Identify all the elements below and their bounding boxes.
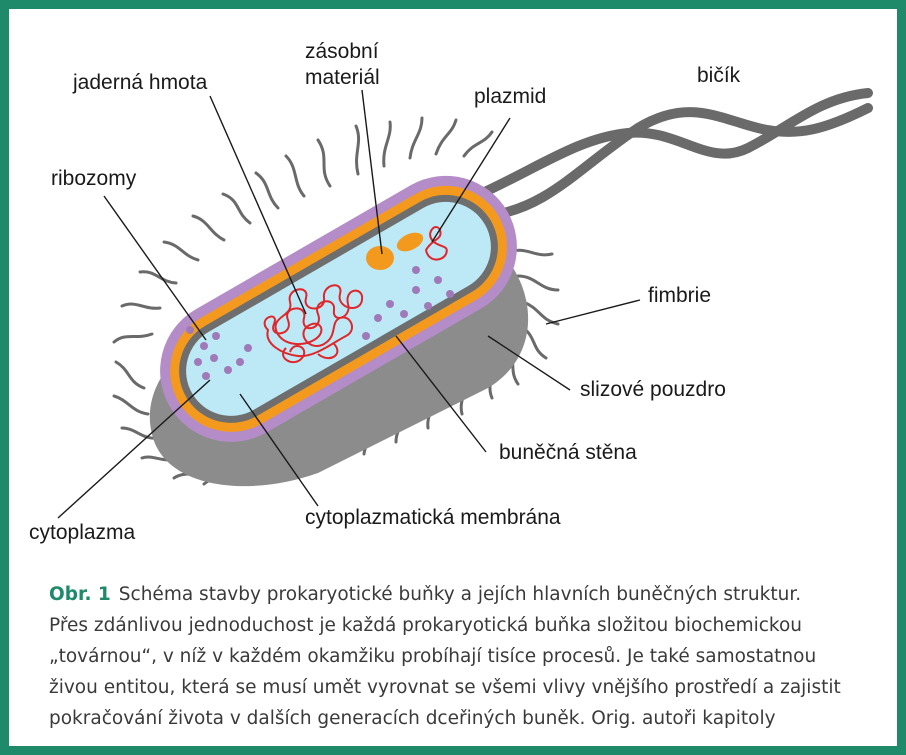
caption-text-1: Schéma stavby prokaryotické buňky a její… <box>119 584 801 605</box>
label-cytoplazma: cytoplazma <box>29 521 136 544</box>
caption-line-2: Přes zdánlivou jednoduchost je každá pro… <box>49 610 879 641</box>
caption-line-1: Obr. 1 Schéma stavby prokaryotické buňky … <box>49 579 879 610</box>
label-plazmid: plazmid <box>474 85 546 108</box>
storage-granule <box>366 246 394 270</box>
label-slizove-pouzdro: slizové pouzdro <box>580 378 726 401</box>
figure-number: Obr. 1 <box>49 584 111 605</box>
label-zasobni: zásobní <box>305 40 379 63</box>
label-ribozomy: ribozomy <box>51 167 137 190</box>
caption-line-3: „továrnou“, v níž v každém okamžiku prob… <box>49 641 879 672</box>
label-bicik: bičík <box>697 64 741 87</box>
prokaryotic-cell-diagram: zásobní materiál jaderná hmota plazmid b… <box>18 18 906 578</box>
figure-caption: Obr. 1 Schéma stavby prokaryotické buňky … <box>49 579 879 734</box>
label-jaderna-hmota: jaderná hmota <box>72 71 208 94</box>
flagellum <box>476 93 868 216</box>
label-cytoplazmaticka-membrana: cytoplazmatická membrána <box>305 506 561 529</box>
caption-line-5: pokračování života v dalších generacích … <box>49 703 879 734</box>
label-bunecna-stena: buněčná stěna <box>499 441 637 464</box>
label-material: materiál <box>305 66 380 89</box>
label-fimbrie: fimbrie <box>648 284 711 307</box>
caption-line-4: živou entitou, která se musí umět vyrovn… <box>49 672 879 703</box>
